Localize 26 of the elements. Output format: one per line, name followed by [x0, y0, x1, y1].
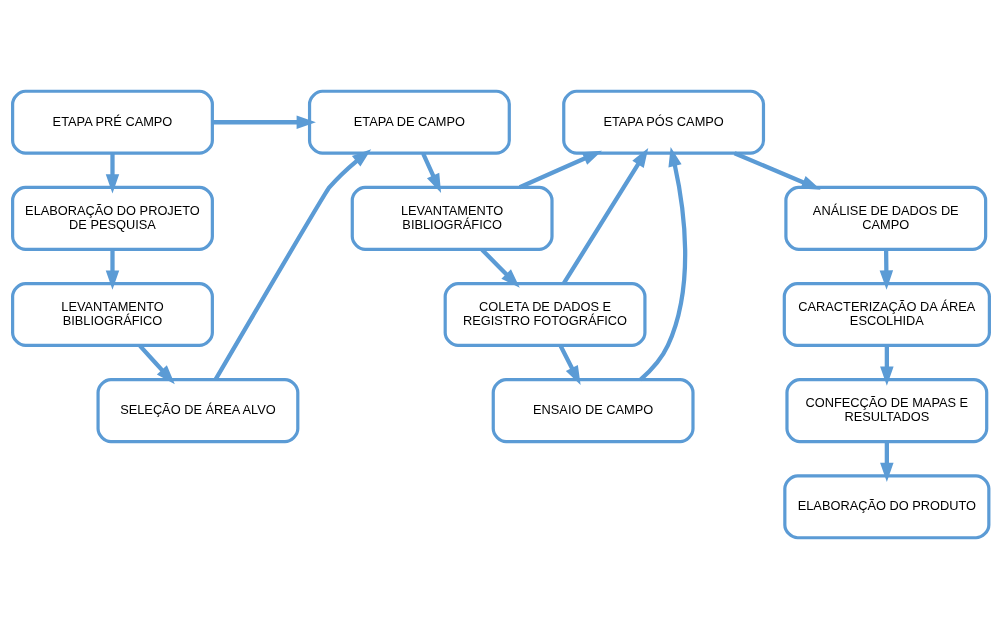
node-box: CONFECÇÃO DE MAPAS E RESULTADOS [785, 377, 989, 443]
arrow [421, 152, 442, 193]
node-box: CARACTERIZAÇÃO DA ÁREA ESCOLHIDA [782, 281, 991, 347]
node-box: ETAPA PRÉ CAMPO [11, 89, 214, 155]
arrow [213, 148, 372, 380]
arrow [879, 249, 894, 290]
arrow [880, 345, 894, 386]
arrow [639, 146, 688, 381]
node-box: COLETA DE DADOS E REGISTRO FOTOGRÁFICO [443, 281, 647, 347]
node-box: SELEÇÃO DE ÁREA ALVO [96, 377, 300, 443]
node-box: ETAPA DE CAMPO [307, 89, 511, 155]
arrow [558, 344, 581, 385]
node-box: LEVANTAMENTO BIBLIOGRÁFICO [350, 185, 554, 251]
node-box: ENSAIO DE CAMPO [491, 377, 695, 443]
arrow [561, 147, 649, 285]
node-box: ELABORAÇÃO DO PROJETO DE PESQUISA [11, 185, 214, 251]
arrow [105, 249, 120, 290]
arrow [518, 150, 603, 189]
arrow [733, 150, 821, 190]
arrow [212, 115, 316, 129]
node-box: ELABORAÇÃO DO PRODUTO [783, 473, 991, 539]
arrow [105, 153, 120, 194]
node-box: ANÁLISE DE DADOS DE CAMPO [784, 185, 988, 251]
node-box: ETAPA PÓS CAMPO [562, 89, 766, 155]
arrow [880, 441, 894, 482]
node-box: LEVANTAMENTO BIBLIOGRÁFICO [11, 281, 214, 347]
